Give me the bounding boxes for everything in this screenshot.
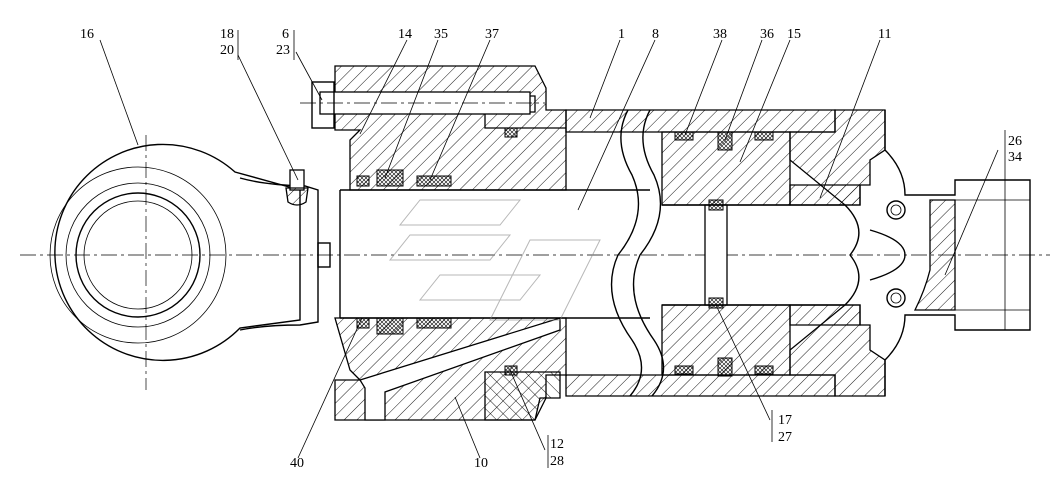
label-23: 23 <box>276 43 290 58</box>
label-10: 10 <box>474 456 488 471</box>
cylinder-barrel <box>565 109 836 397</box>
label-40: 40 <box>290 456 304 471</box>
label-16: 16 <box>80 27 94 42</box>
label-8: 8 <box>652 27 659 42</box>
label-14: 14 <box>398 27 412 42</box>
label-20: 20 <box>220 43 234 58</box>
label-26: 26 <box>1008 134 1022 149</box>
watermark-logo <box>388 199 601 321</box>
label-36: 36 <box>760 27 774 42</box>
label-11: 11 <box>878 27 891 42</box>
label-34: 34 <box>1008 150 1022 165</box>
callouts: 16 18 20 6 23 14 35 37 1 8 38 36 15 11 2… <box>80 27 1022 471</box>
gland-head <box>300 65 567 421</box>
label-18: 18 <box>220 27 234 42</box>
label-28: 28 <box>550 454 564 469</box>
leader-lines <box>99 30 1006 468</box>
label-37: 37 <box>485 27 499 42</box>
rod-eye <box>49 135 331 390</box>
label-38: 38 <box>713 27 727 42</box>
label-17: 17 <box>778 413 792 428</box>
cylinder-bottom <box>789 109 1031 397</box>
piston <box>661 131 791 377</box>
label-6: 6 <box>282 27 289 42</box>
label-35: 35 <box>434 27 448 42</box>
label-15: 15 <box>787 27 801 42</box>
label-1: 1 <box>618 27 625 42</box>
label-27: 27 <box>778 430 792 445</box>
label-12: 12 <box>550 437 564 452</box>
